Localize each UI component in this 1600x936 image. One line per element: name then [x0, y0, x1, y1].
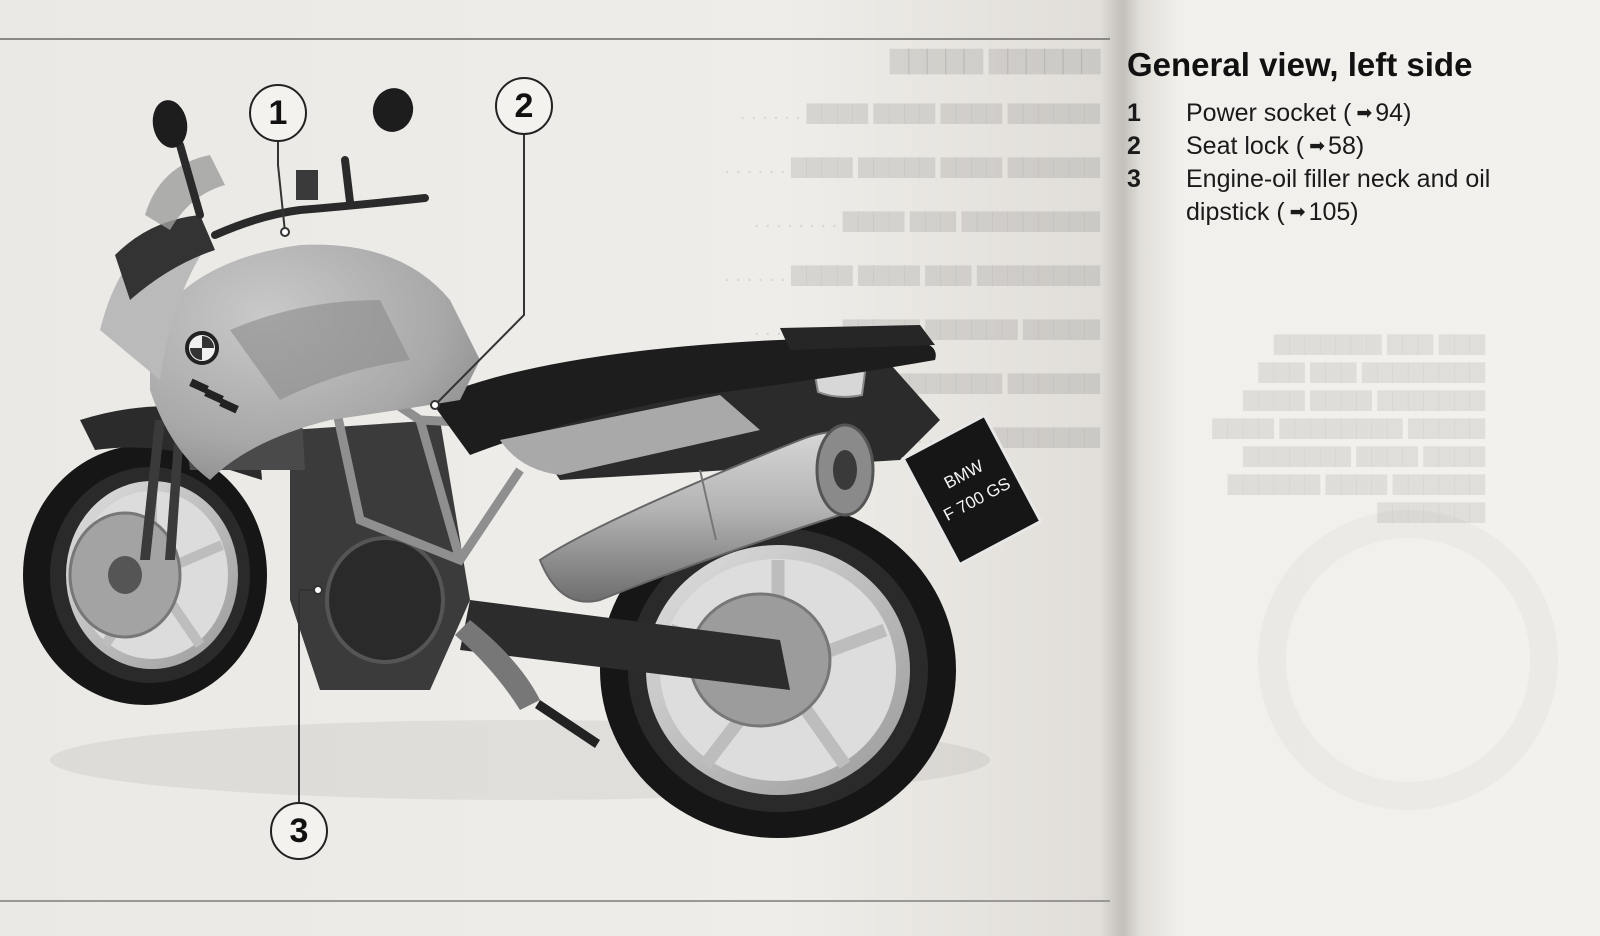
- show-through-text-right: ▇▇▇ ▇▇▇ ▇▇▇▇▇▇▇ ▇▇▇▇▇▇▇▇ ▇▇▇ ▇▇▇ ▇▇▇▇▇▇▇…: [1212, 333, 1485, 523]
- headlight-area: [115, 215, 215, 300]
- arrow-right-icon: ➡: [1289, 202, 1306, 223]
- section-title: General view, left side: [1127, 46, 1473, 83]
- ref-open-paren: (: [1343, 99, 1352, 127]
- leader-1: [277, 142, 286, 233]
- legend-item: 2 Seat lock (➡58): [1127, 130, 1587, 163]
- motorcycle-illustration: BMW F 700 GS: [23, 88, 1043, 838]
- book-gutter: [1100, 0, 1140, 936]
- legend-number: 2: [1127, 132, 1141, 160]
- front-fork: [140, 415, 185, 560]
- page-reference: 58): [1328, 132, 1365, 160]
- callout-3: 3: [270, 802, 328, 860]
- callout-leaders: [277, 135, 525, 802]
- leader-2: [434, 135, 525, 406]
- legend-description: Power socket (➡94): [1186, 97, 1566, 130]
- rear-rack: [780, 325, 935, 350]
- seat: [430, 338, 936, 455]
- ref-open-paren: (: [1295, 132, 1305, 160]
- show-through-graphic: [1258, 510, 1558, 810]
- arrow-right-icon: ➡: [1309, 136, 1326, 157]
- legend-label: Seat lock: [1186, 132, 1289, 160]
- front-wheel: [23, 445, 267, 705]
- handlebars: [176, 141, 429, 239]
- legend-number: 3: [1127, 165, 1141, 193]
- brake-reservoir: [296, 170, 318, 200]
- mirrors: [152, 88, 414, 148]
- arrow-right-icon: ➡: [1356, 103, 1373, 124]
- legend-description: Seat lock (➡58): [1186, 130, 1566, 163]
- exhaust: [538, 423, 875, 603]
- legend-item: 3 Engine-oil filler neck and oil dipstic…: [1127, 163, 1587, 229]
- page-bottom-rule: [0, 900, 1110, 902]
- page-reference: 105): [1308, 198, 1359, 226]
- tank-panel: [230, 300, 410, 400]
- header-pipe: [455, 620, 540, 710]
- legend-description: Engine-oil filler neck and oil dipstick …: [1186, 163, 1566, 229]
- callout-1: 1: [249, 84, 307, 142]
- engine-cover: [325, 536, 445, 664]
- legend-item: 1 Power socket (➡94): [1127, 97, 1587, 130]
- page-reference: 94): [1375, 99, 1412, 127]
- callout-2: 2: [495, 77, 553, 135]
- side-panel: [500, 395, 760, 475]
- legend-number: 1: [1127, 99, 1141, 127]
- legend-list: 1 Power socket (➡94) 2 Seat lock (➡58) 3…: [1127, 97, 1587, 229]
- windscreen: [145, 155, 225, 230]
- callout-dots: [280, 227, 440, 595]
- legend-label: Power socket: [1186, 99, 1337, 127]
- kickstand: [535, 700, 600, 748]
- page-top-rule: [0, 38, 1110, 40]
- swingarm: [460, 600, 790, 690]
- leader-3: [298, 589, 318, 802]
- license-plate: BMW F 700 GS: [901, 413, 1043, 567]
- ref-open-paren: (: [1276, 198, 1285, 226]
- legend-label: Engine-oil filler neck and oil dipstick: [1186, 165, 1491, 226]
- air-vents: [189, 378, 239, 414]
